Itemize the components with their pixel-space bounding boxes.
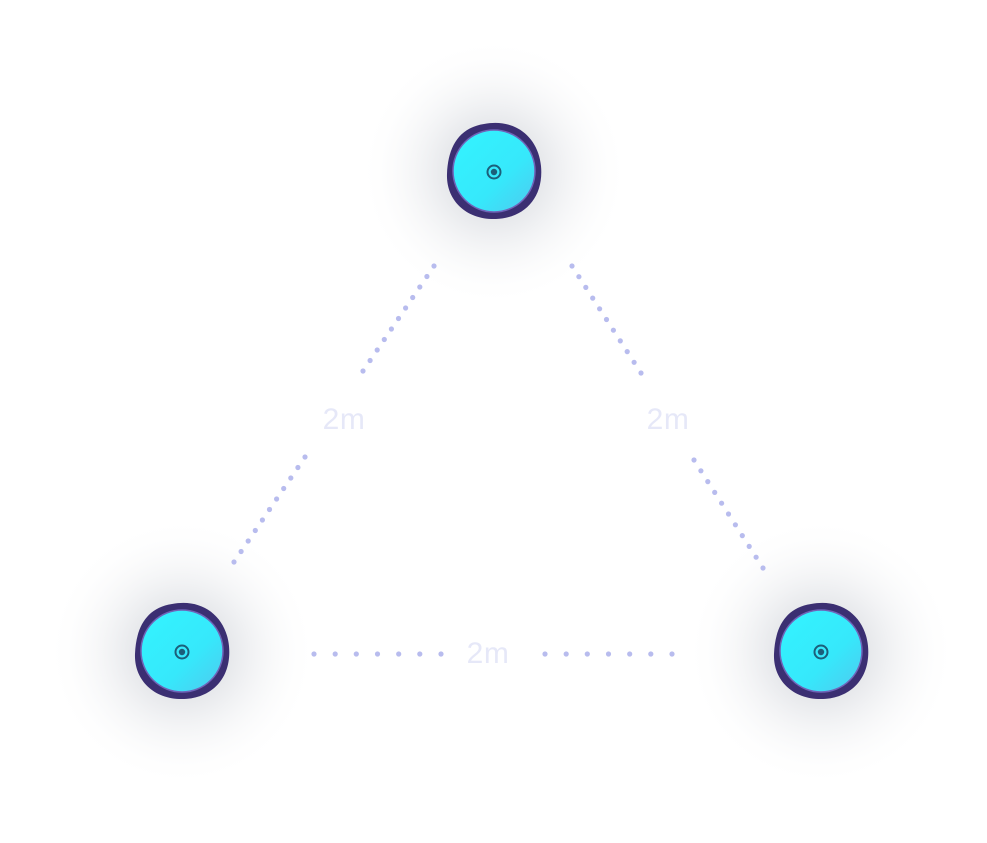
connector-dot [417, 651, 423, 657]
connector-dot [638, 370, 644, 376]
connector-top-bottom-right [569, 263, 766, 571]
node-bottom-right[interactable] [773, 602, 869, 700]
connector-dot [266, 506, 273, 513]
connector-dot [719, 500, 725, 506]
connector-dot [583, 284, 589, 290]
connector-dot [360, 368, 366, 374]
connector-dot [746, 543, 752, 550]
connector-dot [698, 468, 704, 474]
connector-dot [563, 651, 569, 657]
connector-dot [732, 522, 739, 528]
node-top[interactable] [446, 122, 542, 220]
connector-dot [281, 485, 287, 492]
connector-dot [295, 464, 301, 471]
distance-label-left: 2m [323, 403, 366, 436]
connector-dot [231, 559, 237, 565]
connector-dot [395, 315, 402, 322]
connector-dot [753, 554, 759, 560]
connector-dot [431, 263, 437, 269]
connector-dot [617, 338, 623, 344]
connector-dot [542, 651, 548, 657]
connector-dot [374, 651, 381, 657]
connector-dot [669, 651, 675, 657]
connector-dot [631, 359, 637, 365]
connector-dot [627, 651, 633, 657]
connector-dot [576, 274, 582, 280]
connector-dot [417, 284, 423, 290]
connector-dot [760, 565, 766, 571]
target-dot-center [817, 648, 825, 656]
connector-dot [605, 651, 612, 657]
connector-dot [584, 651, 590, 657]
target-dot-icon [174, 644, 190, 660]
connector-dot [332, 651, 338, 657]
connector-dot [302, 454, 308, 460]
distance-label-bottom: 2m [467, 637, 510, 670]
connector-dot [624, 349, 630, 355]
connector-dot [259, 517, 265, 523]
target-dot-icon [813, 644, 829, 660]
connector-dot [245, 538, 251, 544]
connector-dot [424, 273, 430, 280]
nodes [134, 122, 869, 700]
connector-dot [367, 357, 373, 364]
target-dot-icon [486, 164, 502, 180]
connector-dot [252, 527, 258, 534]
connectors [231, 263, 766, 657]
connector-dot [569, 263, 575, 269]
connector-top-bottom-left [231, 263, 437, 565]
connector-dot [374, 347, 380, 353]
connector-dot [311, 651, 317, 657]
connector-dot [288, 475, 294, 481]
target-dot-center [490, 168, 498, 176]
connector-dot [610, 327, 617, 333]
connector-dot [603, 316, 610, 323]
target-dot-center [178, 648, 186, 656]
connector-dot [381, 336, 387, 343]
connector-dot [274, 496, 280, 502]
connector-dot [725, 511, 732, 517]
distance-label-right: 2m [647, 403, 690, 436]
connector-dot [648, 651, 654, 657]
connector-dot [410, 294, 416, 301]
connector-dot [712, 489, 718, 495]
connector-dot [691, 457, 697, 463]
connector-dot [396, 651, 402, 657]
connector-dot [590, 295, 596, 301]
connector-dot [403, 305, 409, 311]
connector-dot [438, 651, 444, 657]
connector-dot [238, 548, 244, 555]
connector-bottom-left-bottom-right [311, 651, 675, 657]
connector-dot [388, 326, 394, 332]
connector-dot [597, 306, 603, 312]
connector-dot [739, 533, 745, 539]
connector-dot [353, 651, 359, 657]
connector-dot [705, 479, 711, 485]
node-bottom-left[interactable] [134, 602, 230, 700]
